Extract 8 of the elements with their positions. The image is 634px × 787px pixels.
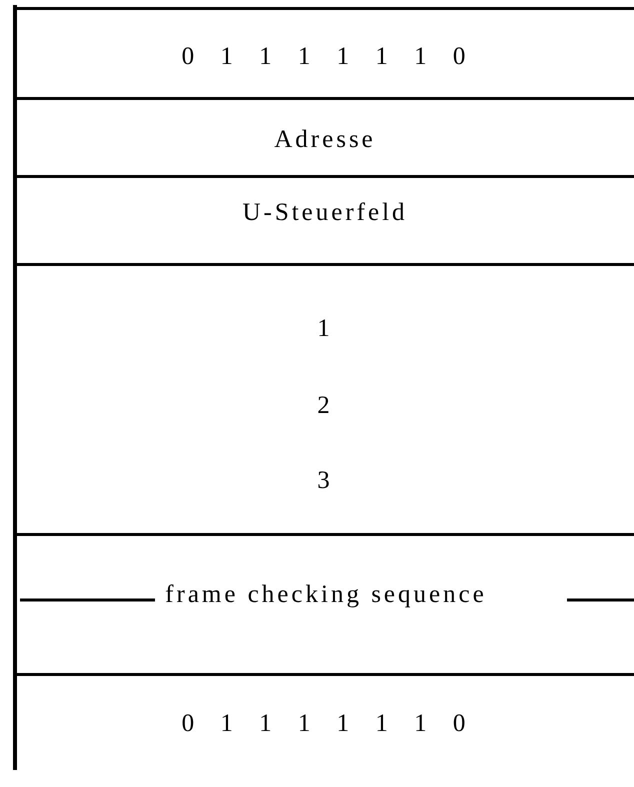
field-label: frame checking sequence [164,580,488,610]
field-label: 2 [317,391,333,421]
field-label: Adresse [274,125,376,155]
field-label: U-Steuerfeld [242,198,408,228]
field-label: 3 [317,466,333,496]
field-label: 0 1 1 1 1 1 1 0 [182,42,468,72]
field-label: 0 1 1 1 1 1 1 0 [182,709,468,739]
field-label: 1 [317,314,333,344]
